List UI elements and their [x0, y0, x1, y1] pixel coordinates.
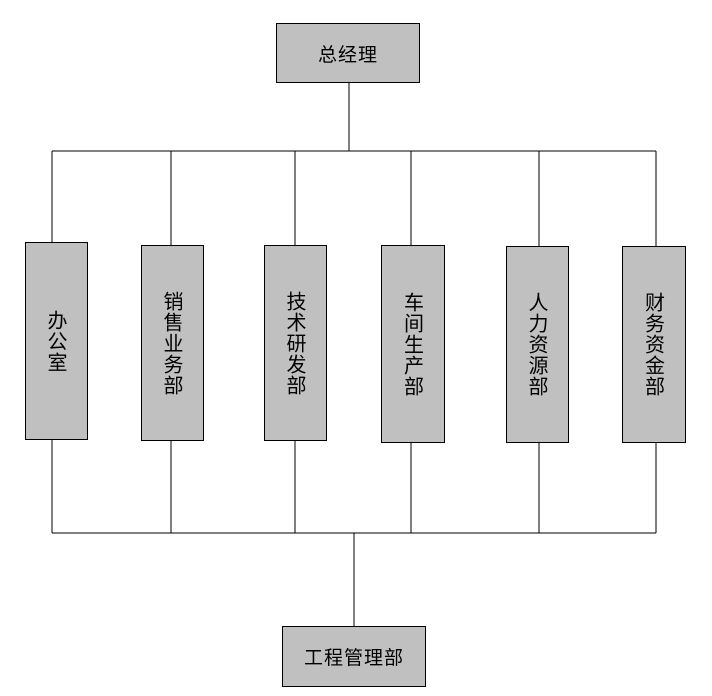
node-rnd-department: 技术研发部: [264, 245, 327, 441]
node-label: 技术研发部: [283, 290, 307, 396]
node-production-department: 车间生产部: [381, 245, 445, 443]
node-label: 车间生产部: [400, 291, 425, 397]
node-label: 工程管理部: [303, 647, 404, 669]
node-general-manager: 总经理: [276, 23, 420, 83]
node-label: 销售业务部: [160, 290, 184, 396]
node-finance-department: 财务资金部: [622, 246, 686, 443]
node-label: 总经理: [317, 43, 378, 66]
node-sales-department: 销售业务部: [141, 245, 204, 441]
node-hr-department: 人力资源部: [506, 246, 569, 443]
node-engineering-management: 工程管理部: [282, 626, 426, 687]
node-office: 办公室: [25, 242, 88, 440]
node-label: 财务资金部: [641, 292, 666, 397]
node-label: 人力资源部: [525, 292, 549, 397]
node-label: 办公室: [44, 309, 68, 373]
